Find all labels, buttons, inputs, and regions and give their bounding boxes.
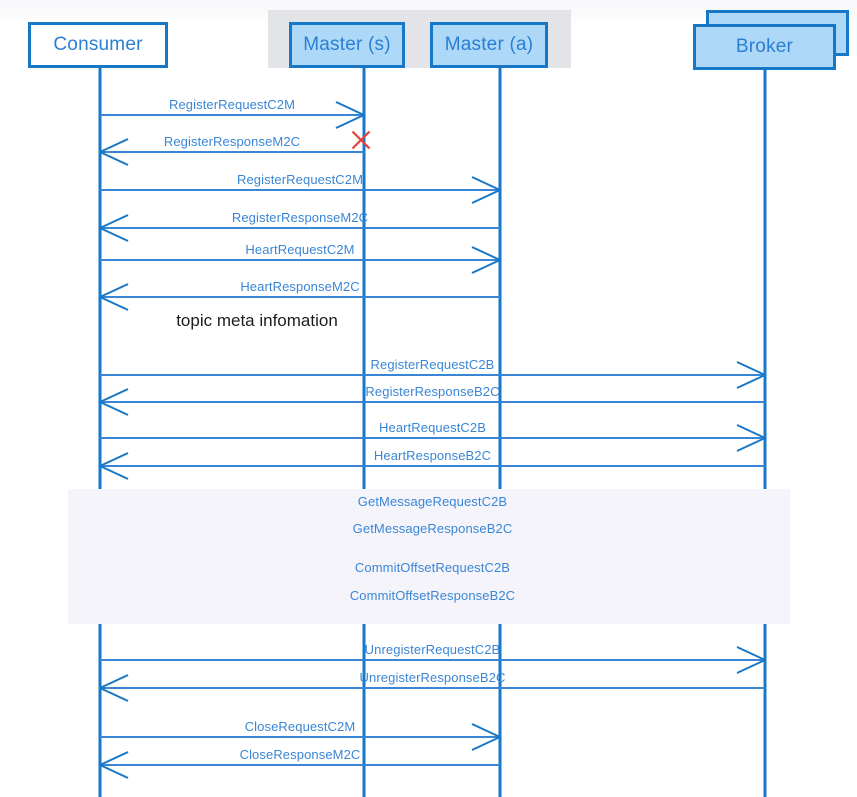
arrow-head-barb	[736, 659, 766, 674]
message-label-m02: RegisterResponseM2C	[163, 134, 301, 149]
message-label-m06: HeartResponseM2C	[240, 279, 360, 294]
arrow-head-barb	[335, 101, 365, 116]
message-label-m17: CloseRequestC2M	[244, 719, 356, 734]
message-label-m18: CloseResponseM2C	[239, 747, 361, 762]
participant-box-master_s[interactable]: Master (s)	[289, 22, 405, 68]
arrow-head-barb	[99, 401, 129, 416]
message-label-m07: RegisterRequestC2B	[370, 357, 495, 372]
arrow-head-barb	[99, 151, 129, 166]
message-arrow-m09	[100, 424, 766, 452]
arrow-head-barb	[471, 259, 501, 274]
participant-box-broker[interactable]: Broker	[693, 24, 836, 70]
arrow-head-barb	[99, 465, 129, 480]
arrow-head-barb	[736, 374, 766, 389]
message-label-m11: GetMessageRequestC2B	[357, 494, 508, 509]
arrow-head-barb	[99, 674, 129, 689]
message-arrow-m07	[100, 361, 766, 389]
message-label-m05: HeartRequestC2M	[245, 242, 355, 257]
arrow-head-barb	[736, 424, 766, 439]
arrow-head-barb	[99, 214, 129, 229]
arrow-head-barb	[736, 646, 766, 661]
message-label-m13: CommitOffsetRequestC2B	[354, 560, 511, 575]
arrow-head-barb	[736, 361, 766, 376]
arrow-head-barb	[99, 452, 129, 467]
arrow-head-barb	[99, 138, 129, 153]
message-label-m14: CommitOffsetResponseB2C	[349, 588, 516, 603]
arrow-head-barb	[736, 437, 766, 452]
message-arrow-m17	[100, 723, 501, 751]
diagram-note-n01: topic meta infomation	[176, 311, 338, 330]
message-label-m04: RegisterResponseM2C	[231, 210, 369, 225]
message-arrow-m06	[99, 283, 500, 311]
message-label-m10: HeartResponseB2C	[373, 448, 492, 463]
message-label-m03: RegisterRequestC2M	[236, 172, 364, 187]
message-label-m15: UnregisterRequestC2B	[364, 642, 501, 657]
arrow-head-barb	[99, 227, 129, 242]
message-arrow-m15	[100, 646, 766, 674]
arrow-head-barb	[471, 246, 501, 261]
failure-marks-group	[351, 130, 371, 150]
message-label-m09: HeartRequestC2B	[379, 420, 486, 435]
arrow-head-barb	[471, 189, 501, 204]
register-failure-x	[351, 130, 371, 150]
message-arrow-m18	[99, 751, 500, 779]
arrow-head-barb	[471, 723, 501, 738]
message-label-m16: UnregisterResponseB2C	[359, 670, 506, 685]
message-arrow-m01	[100, 101, 365, 129]
message-arrow-m02	[99, 138, 364, 166]
arrow-head-barb	[471, 736, 501, 751]
arrow-head-barb	[99, 687, 129, 702]
message-arrow-m08	[99, 388, 765, 416]
arrow-head-barb	[99, 764, 129, 779]
message-highlight-band	[68, 489, 790, 624]
message-label-m12: GetMessageResponseB2C	[352, 521, 513, 536]
arrow-head-barb	[99, 751, 129, 766]
message-label-m01: RegisterRequestC2M	[168, 97, 296, 112]
message-arrow-m04	[99, 214, 500, 242]
participant-box-consumer[interactable]: Consumer	[28, 22, 168, 68]
message-arrow-m05	[100, 246, 501, 274]
message-arrow-m16	[99, 674, 765, 702]
arrow-head-barb	[99, 388, 129, 403]
message-arrow-m03	[100, 176, 501, 204]
arrow-head-barb	[471, 176, 501, 191]
message-label-m08: RegisterResponseB2C	[365, 384, 500, 399]
arrow-head-barb	[99, 296, 129, 311]
participant-box-master_a[interactable]: Master (a)	[430, 22, 548, 68]
arrow-head-barb	[99, 283, 129, 298]
arrow-head-barb	[335, 114, 365, 129]
message-arrow-m10	[99, 452, 765, 480]
